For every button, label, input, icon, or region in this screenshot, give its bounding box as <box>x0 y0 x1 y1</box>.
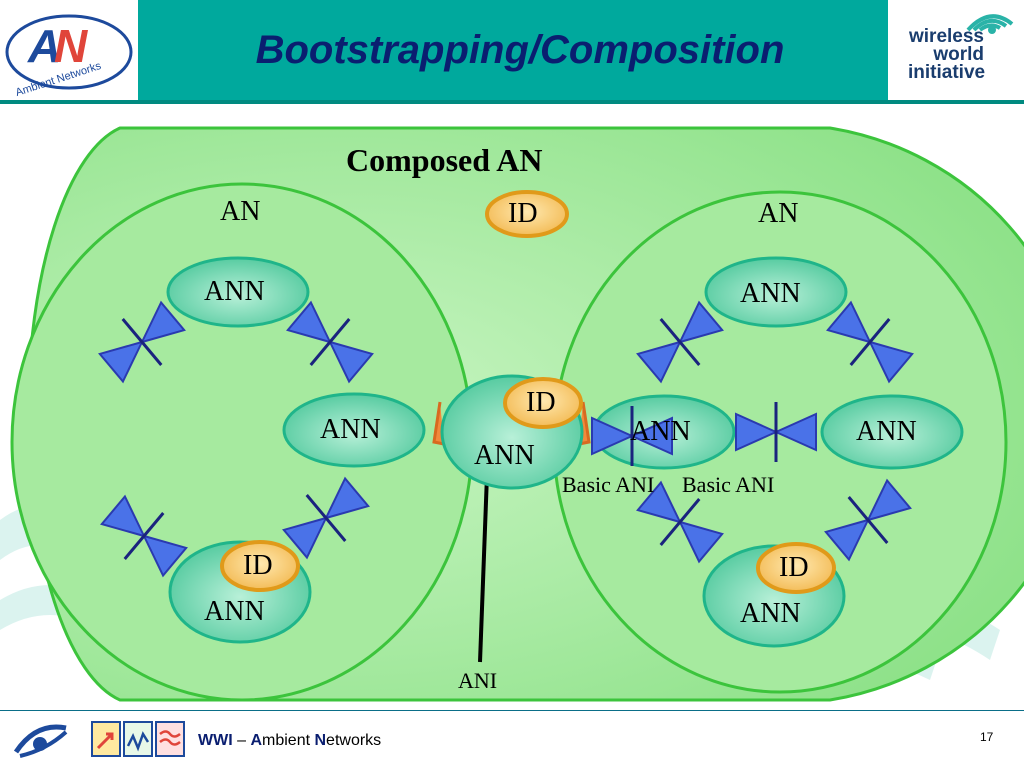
connector-right-1 <box>636 300 724 384</box>
connector-left-4 <box>282 476 370 560</box>
footer-a: A <box>250 732 263 749</box>
ann-right-middle-label: ANN <box>630 416 691 447</box>
connector-right-2 <box>826 300 914 384</box>
ann-left-middle <box>282 392 426 468</box>
header-divider <box>0 100 1024 104</box>
composition-diagram <box>0 126 1024 702</box>
slide-title: Bootstrapping/Composition <box>255 28 785 72</box>
page-number: 17 <box>980 730 994 744</box>
connector-basic-ani <box>591 406 673 466</box>
footer-dash: – <box>232 732 251 749</box>
ann-right-bottom-label: ANN <box>740 598 801 629</box>
footer-logos <box>13 721 185 758</box>
id-composed-label: ID <box>508 198 538 229</box>
composed-an-label: Composed AN <box>346 142 543 178</box>
ann-left-top-label: ANN <box>204 276 265 307</box>
header-bar <box>0 0 1024 104</box>
svg-text:A: A <box>27 20 61 72</box>
an-left-label: AN <box>220 196 261 227</box>
wwi-line-1: wireless <box>909 26 984 47</box>
footer-etworks: etworks <box>326 732 382 749</box>
svg-text:N: N <box>54 20 88 72</box>
id-right-bottom <box>756 542 836 594</box>
ann-left-bottom-label: ANN <box>204 596 265 627</box>
footer-n: N <box>314 732 327 749</box>
id-center <box>503 377 583 429</box>
connector-left-2 <box>286 300 374 384</box>
footer-mbient: mbient <box>262 732 315 749</box>
sixth-framework-logo <box>13 724 68 758</box>
ani-line <box>478 474 489 663</box>
ann-left-middle-label: ANN <box>320 414 381 445</box>
footer-wwi: WWI <box>198 732 233 749</box>
ann-right-top-label: ANN <box>740 278 801 309</box>
wwi-icon-set <box>91 721 185 757</box>
ambient-networks-logo: A N Ambient Networks <box>0 0 138 100</box>
id-center-label: ID <box>526 387 556 418</box>
basic-ani-left-label: Basic ANI <box>562 472 655 497</box>
ann-center-label: ANN <box>474 440 535 471</box>
id-right-bottom-label: ID <box>779 552 809 583</box>
connector-right-4 <box>636 480 724 564</box>
connector-right-3 <box>735 402 817 462</box>
connector-left-3 <box>100 494 188 578</box>
wwi-line-3: initiative <box>908 62 986 83</box>
ann-right-far <box>820 394 964 470</box>
footer-title: WWI – Ambient Networks <box>198 732 381 750</box>
connector-right-5 <box>824 478 912 562</box>
wireless-world-initiative-logo <box>888 0 1024 100</box>
footer-divider <box>0 710 1024 711</box>
connectors <box>98 300 914 578</box>
wwi-logo-text: wireless world initiative <box>908 26 986 83</box>
basic-ani-right-label: Basic ANI <box>682 472 775 497</box>
ann-left-top <box>166 256 310 328</box>
id-composed <box>485 190 569 238</box>
id-left-bottom-label: ID <box>243 550 273 581</box>
ani-label: ANI <box>458 668 498 693</box>
ann-right-top <box>704 256 848 328</box>
connector-left-1 <box>98 300 186 384</box>
an-right-label: AN <box>758 198 799 229</box>
id-left-bottom <box>220 540 300 592</box>
wwi-line-2: world <box>933 44 984 65</box>
ann-right-far-label: ANN <box>856 416 917 447</box>
